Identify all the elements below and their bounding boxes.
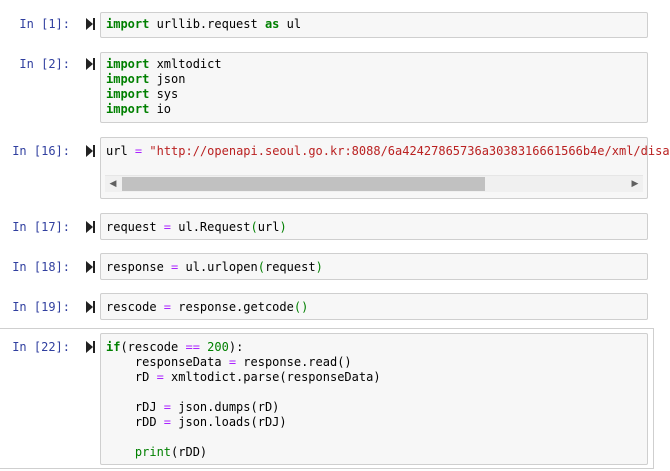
selected-cell-frame bbox=[0, 328, 654, 469]
code-text: response.read() bbox=[236, 355, 352, 369]
keyword: import bbox=[106, 17, 150, 31]
code-text: json.loads(rDJ) bbox=[171, 415, 287, 429]
code-text: url bbox=[106, 144, 135, 158]
number-literal: 200 bbox=[207, 340, 229, 354]
scroll-right-icon[interactable]: ▶ bbox=[631, 179, 639, 189]
code-input[interactable]: if(rescode == 200): responseData = respo… bbox=[100, 333, 648, 465]
run-cell-icon[interactable] bbox=[86, 145, 96, 157]
code-text bbox=[106, 445, 135, 459]
run-cell-icon[interactable] bbox=[86, 301, 96, 313]
run-cell-icon[interactable] bbox=[86, 18, 96, 30]
code-input[interactable]: request = ul.Request(url) bbox=[100, 213, 648, 240]
code-text: urllib.request bbox=[149, 17, 265, 31]
code-text: response.getcode bbox=[171, 300, 294, 314]
code-input[interactable]: response = ul.urlopen(request) bbox=[100, 253, 648, 280]
operator: = bbox=[163, 415, 172, 429]
cell-prompt: In [2]: bbox=[19, 57, 70, 71]
keyword: import bbox=[106, 87, 150, 101]
operator: == bbox=[185, 340, 200, 354]
code-text: (rescode bbox=[120, 340, 186, 354]
code-text: ul.Request bbox=[171, 220, 251, 234]
keyword: import bbox=[106, 102, 150, 116]
cell-prompt: In [17]: bbox=[12, 220, 70, 234]
code-text: ul.urlopen bbox=[178, 260, 258, 274]
code-text: json bbox=[149, 72, 186, 86]
scrollbar-thumb[interactable] bbox=[122, 177, 485, 191]
paren: ) bbox=[315, 260, 323, 274]
paren: ( bbox=[250, 220, 258, 234]
run-cell-icon[interactable] bbox=[86, 221, 96, 233]
cell-prompt: In [1]: bbox=[19, 17, 70, 31]
code-input-scrollable[interactable]: url = "http://openapi.seoul.go.kr:8088/6… bbox=[100, 137, 670, 199]
code-text: sys bbox=[149, 87, 179, 101]
code-text: xmltodict bbox=[149, 57, 222, 71]
code-text: request bbox=[264, 260, 316, 274]
code-text: json.dumps(rD) bbox=[171, 400, 280, 414]
code-text: rescode bbox=[106, 300, 164, 314]
code-text: url bbox=[257, 220, 280, 234]
code-line: url = "http://openapi.seoul.go.kr:8088/6… bbox=[106, 144, 670, 159]
code-text: rDD bbox=[106, 415, 164, 429]
paren: () bbox=[293, 300, 309, 314]
cell-prompt: In [19]: bbox=[12, 300, 70, 314]
string-literal: "http://openapi.seoul.go.kr:8088/6a42427… bbox=[149, 144, 670, 158]
keyword: as bbox=[264, 17, 280, 31]
keyword: import bbox=[106, 72, 150, 86]
code-text: ul bbox=[279, 17, 302, 31]
operator: = bbox=[228, 355, 237, 369]
run-cell-icon[interactable] bbox=[86, 341, 96, 353]
run-cell-icon[interactable] bbox=[86, 58, 96, 70]
keyword: import bbox=[106, 57, 150, 71]
code-text: rD bbox=[106, 370, 157, 384]
operator: = bbox=[163, 300, 172, 314]
code-input[interactable]: import urllib.request as ul bbox=[100, 12, 648, 38]
run-cell-icon[interactable] bbox=[86, 261, 96, 273]
builtin: print bbox=[134, 445, 172, 459]
cell-prompt: In [18]: bbox=[12, 260, 70, 274]
horizontal-scrollbar[interactable]: ◀ ▶ bbox=[105, 175, 643, 192]
operator: = bbox=[163, 220, 172, 234]
code-text: responseData bbox=[106, 355, 229, 369]
cell-prompt: In [16]: bbox=[12, 144, 70, 158]
paren: ) bbox=[279, 220, 287, 234]
operator: = bbox=[134, 144, 143, 158]
code-text: ): bbox=[228, 340, 244, 354]
code-input[interactable]: rescode = response.getcode() bbox=[100, 293, 648, 320]
paren: ( bbox=[257, 260, 265, 274]
cell-prompt: In [22]: bbox=[12, 340, 70, 354]
scroll-left-icon[interactable]: ◀ bbox=[109, 179, 117, 189]
code-text: rDJ bbox=[106, 400, 164, 414]
code-text: io bbox=[149, 102, 172, 116]
operator: = bbox=[163, 400, 172, 414]
code-text: (rDD) bbox=[171, 445, 208, 459]
code-input[interactable]: import xmltodict import json import sys … bbox=[100, 52, 648, 123]
operator: = bbox=[171, 260, 179, 274]
operator: = bbox=[156, 370, 164, 384]
code-text: xmltodict.parse(responseData) bbox=[163, 370, 381, 384]
code-text: request bbox=[106, 220, 164, 234]
keyword: if bbox=[106, 340, 121, 354]
code-text: response bbox=[106, 260, 172, 274]
